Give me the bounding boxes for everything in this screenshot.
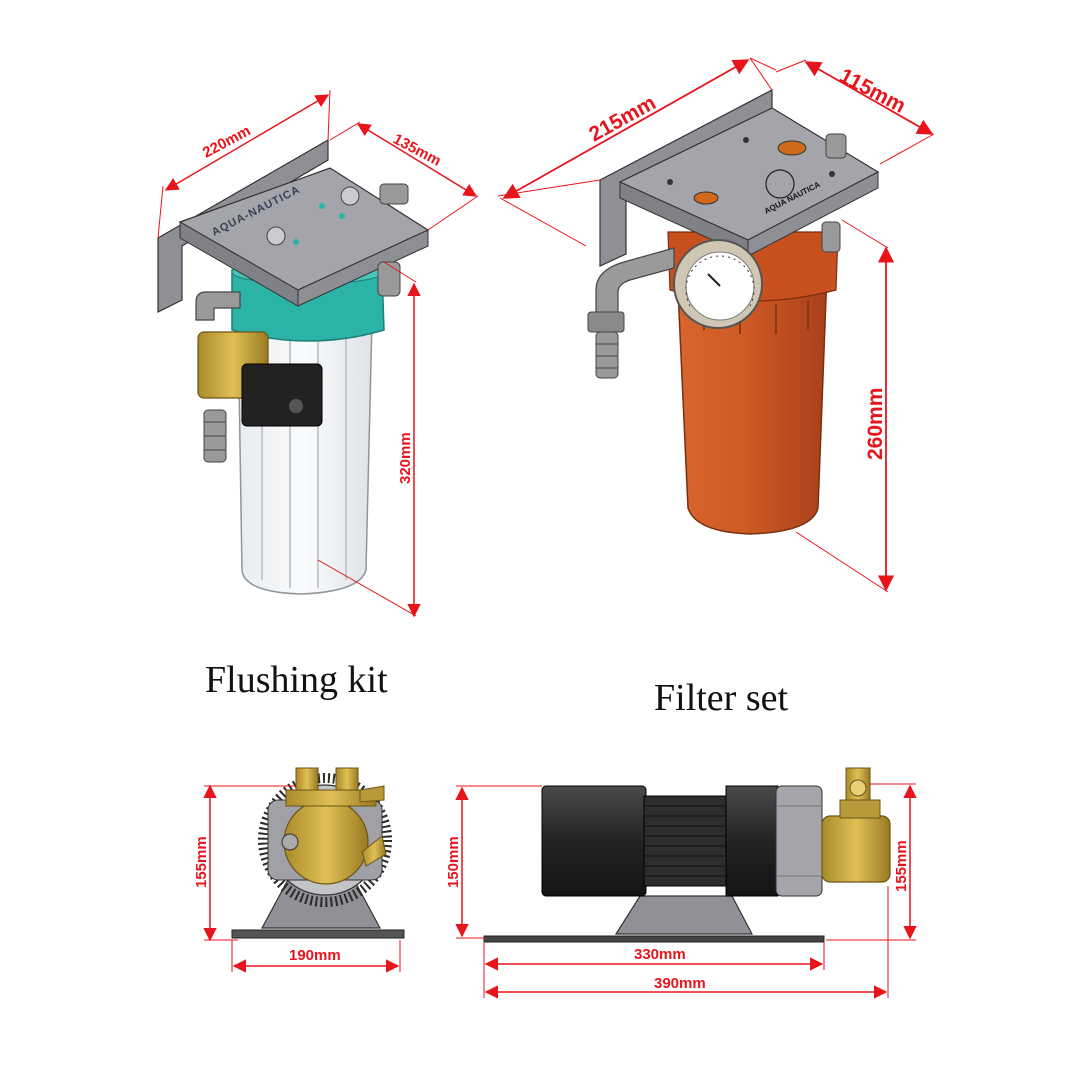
pump-front-height-label: 155mm [193, 836, 210, 888]
pump-side-height-total-label: 155mm [893, 840, 910, 892]
pump-side-length-base-label: 330mm [634, 946, 686, 963]
pump-side-view [483, 767, 891, 943]
flushing-kit-drawing: AQUA-NAUTICA [157, 138, 430, 595]
pump-side-length-base-dimension: 330mm [483, 942, 825, 971]
filter-height-label: 260mm [864, 388, 887, 460]
pump-side-height-motor-dimension: 150mm [445, 785, 542, 939]
pump-front-view [231, 767, 405, 939]
filter-height-dimension: 260mm [795, 219, 895, 593]
filter-width-label: 215mm [585, 91, 659, 146]
pump-front-height-dimension: 155mm [193, 784, 296, 942]
pump-side-length-total-dimension: 390mm [483, 886, 889, 999]
pump-side-length-total-label: 390mm [654, 975, 706, 992]
filter-set-drawing: AQUA NAUTICA [587, 89, 880, 535]
pump-front-width-dimension: 190mm [231, 940, 401, 973]
filter-set-caption: Filter set [654, 677, 789, 719]
flush-depth-label: 135mm [390, 131, 444, 170]
flush-height-dimension: 320mm [317, 261, 421, 618]
pump-front-width-label: 190mm [289, 947, 341, 964]
flush-width-label: 220mm [200, 122, 254, 161]
pump-side-height-motor-label: 150mm [445, 836, 462, 888]
flush-height-label: 320mm [397, 432, 414, 484]
pump-side-height-total-dimension: 155mm [826, 783, 917, 941]
flushing-kit-caption: Flushing kit [205, 659, 388, 701]
filter-depth-label: 115mm [836, 64, 910, 118]
